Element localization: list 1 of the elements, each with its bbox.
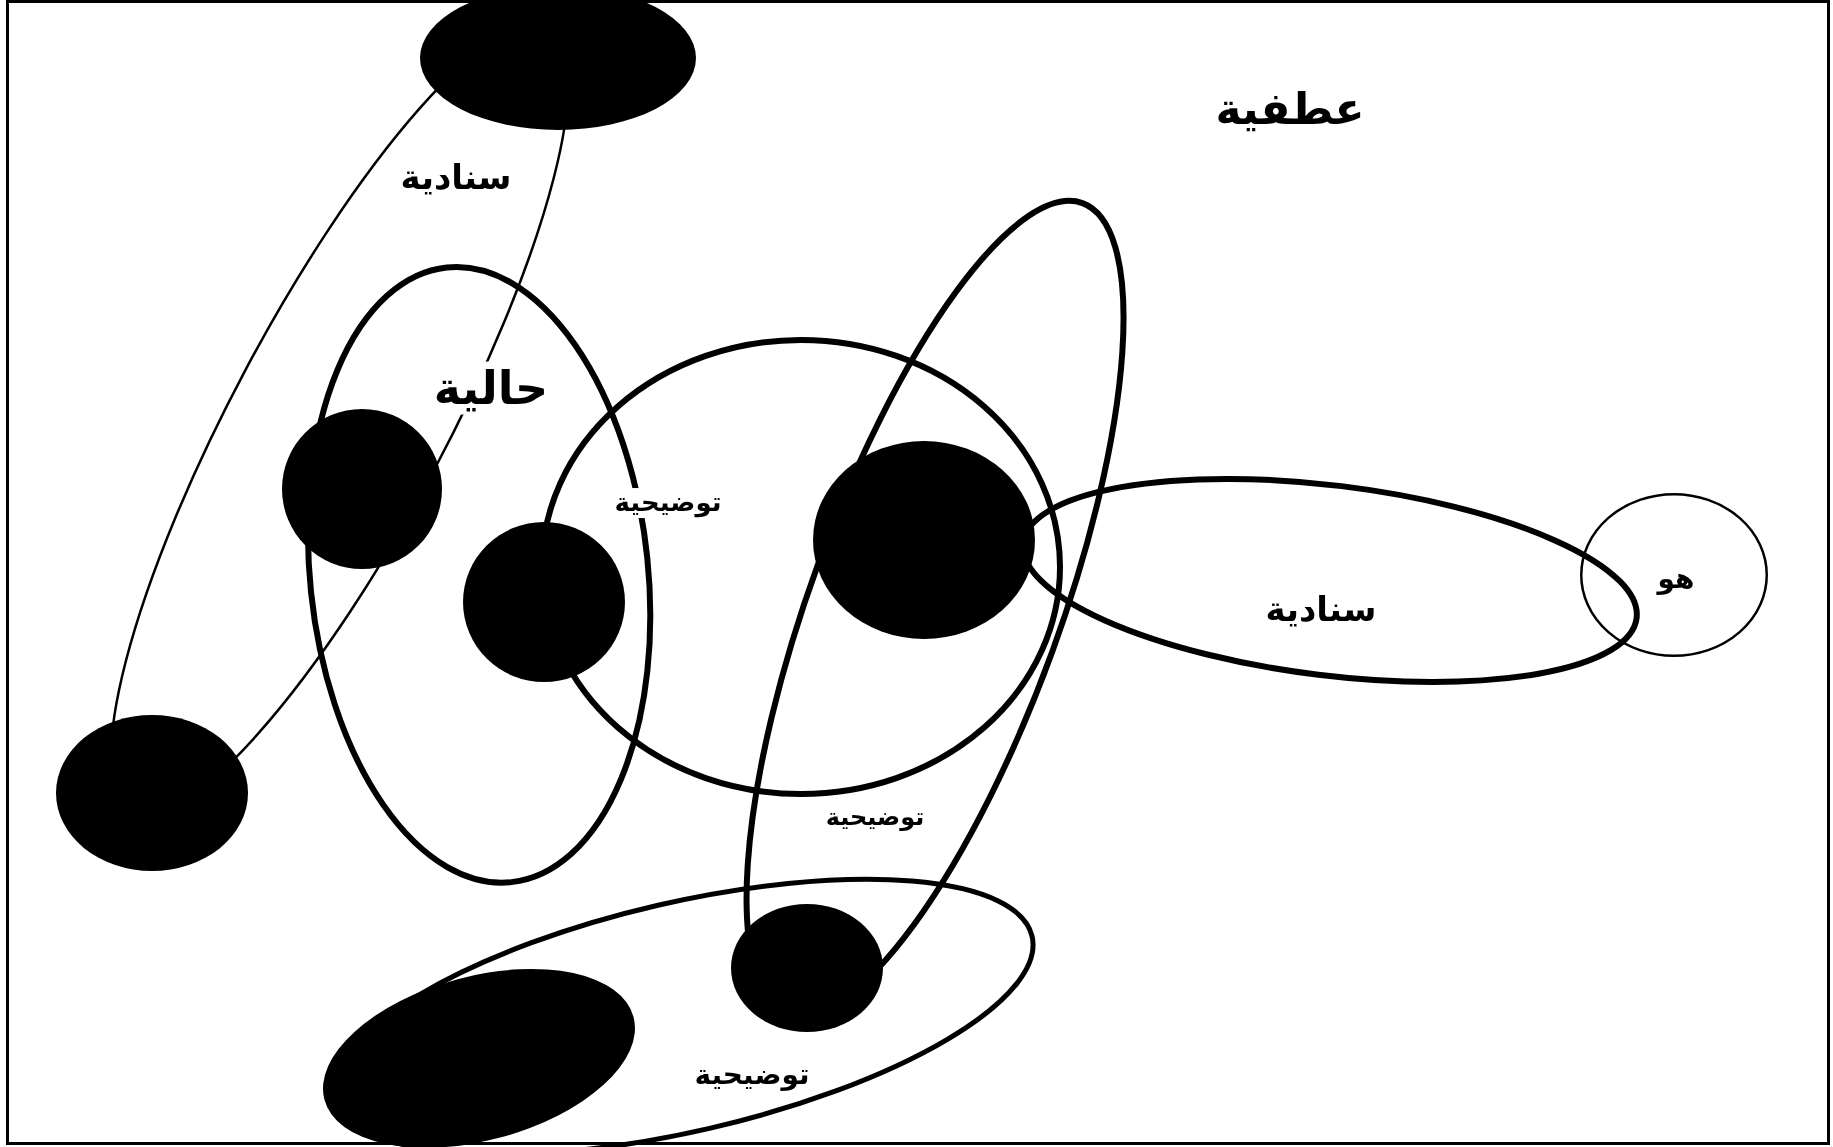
relation-label: عطفية — [1215, 82, 1365, 134]
